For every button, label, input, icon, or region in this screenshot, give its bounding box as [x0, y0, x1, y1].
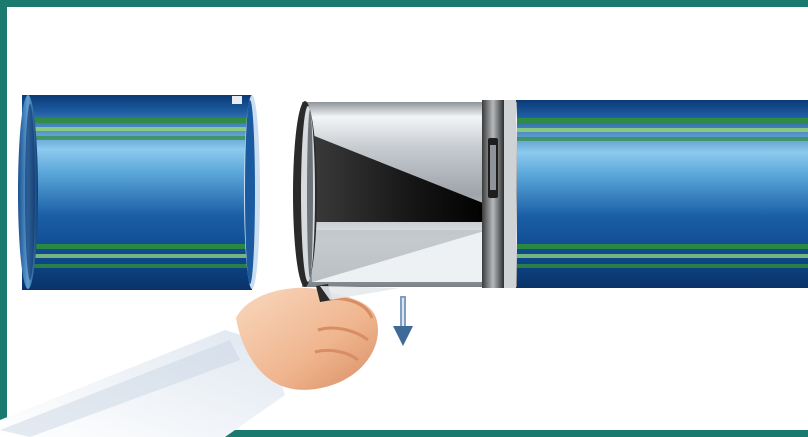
right-pipe	[512, 100, 808, 288]
left-pipe	[18, 95, 260, 290]
down-arrow-icon	[393, 296, 413, 346]
hand-pulling-strip	[0, 284, 400, 437]
coupling-sleeve	[293, 100, 517, 288]
